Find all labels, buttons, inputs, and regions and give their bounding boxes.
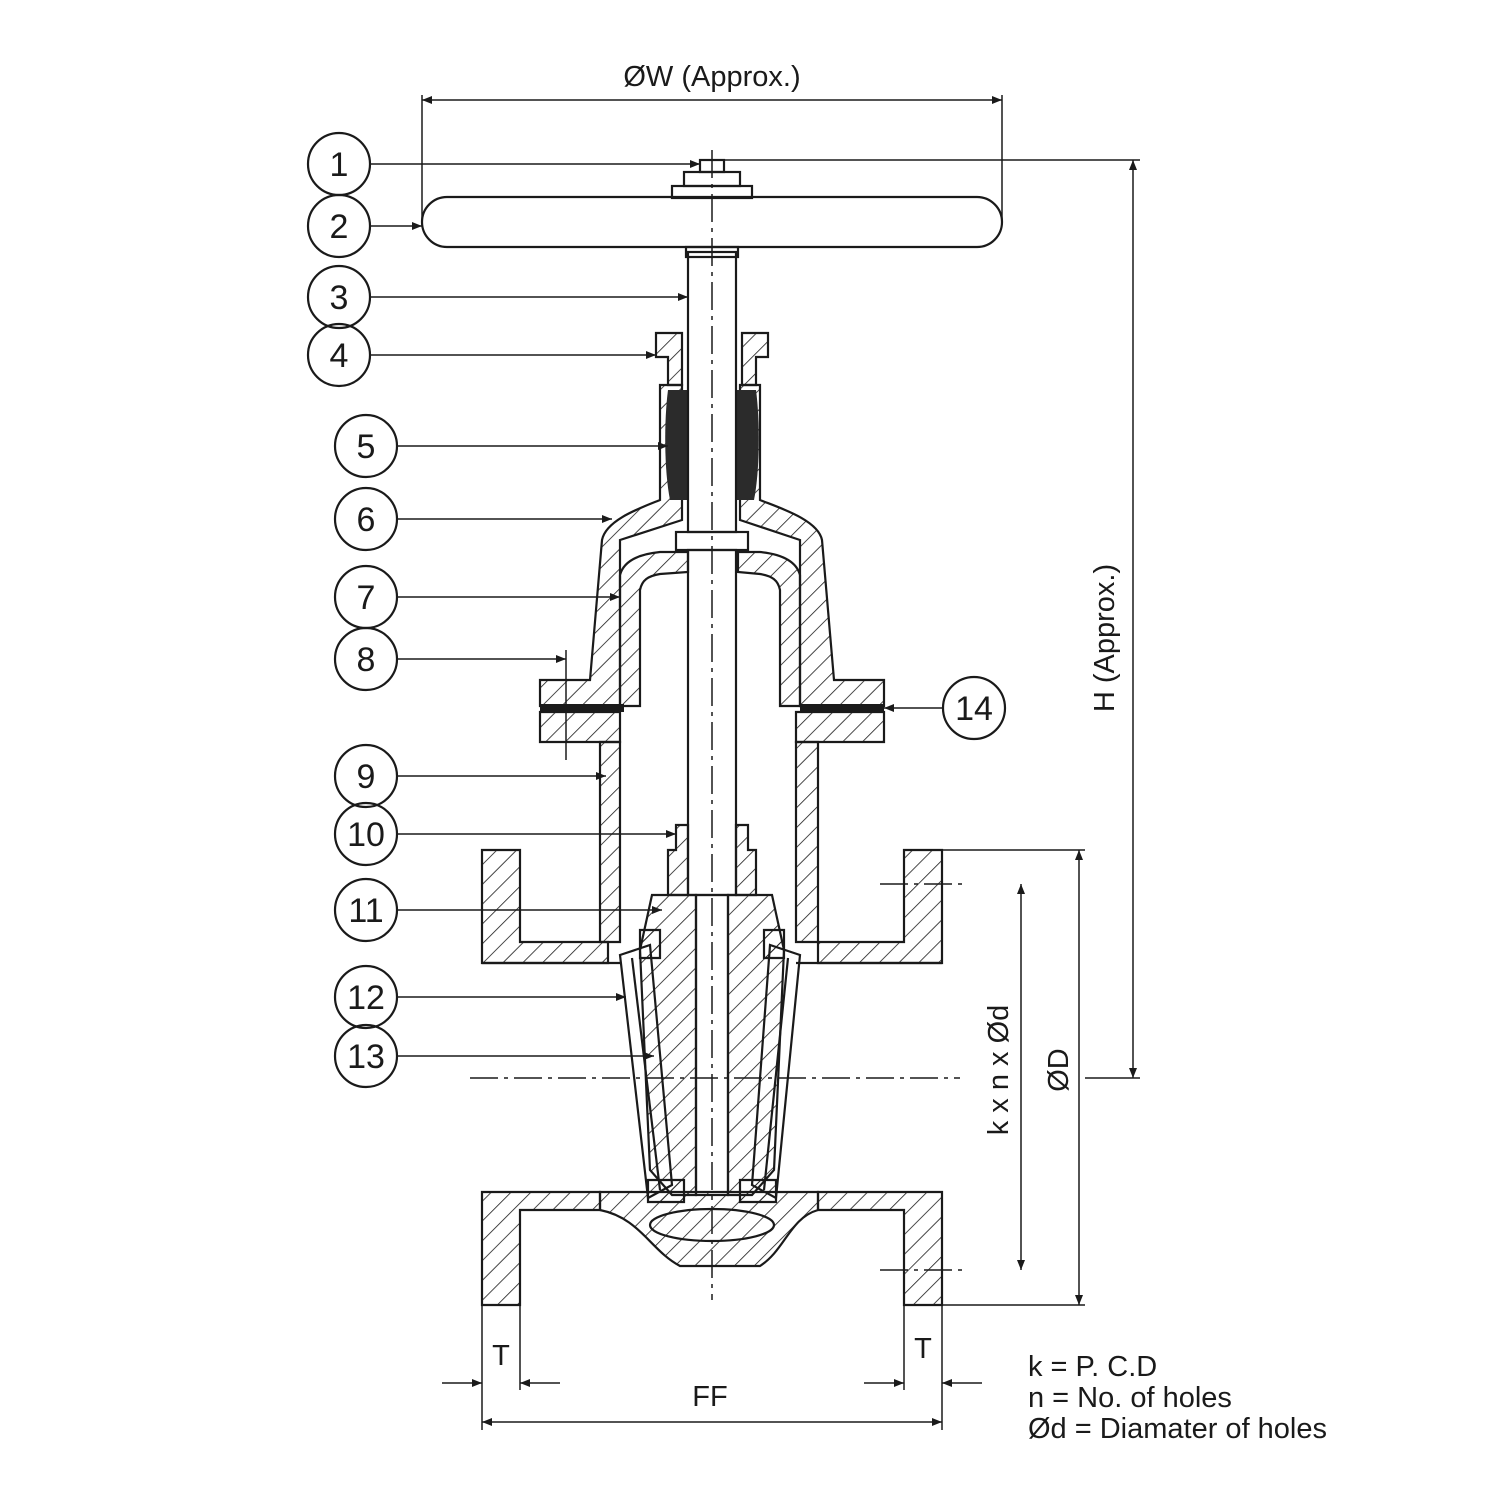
callout-12-label: 12: [347, 979, 385, 1017]
bonnet-liner: [618, 550, 802, 708]
dimension-lines: [421, 95, 1140, 1430]
callout-10-label: 10: [347, 816, 385, 854]
center-lines: [470, 150, 962, 1300]
dim-t-left-label: T: [492, 1340, 510, 1372]
callout-14: 14: [941, 675, 1007, 741]
dim-height-label: H (Approx.): [1089, 564, 1121, 712]
callout-5-label: 5: [357, 428, 376, 466]
legend: k = P. C.D n = No. of holes Ød = Diamate…: [1028, 1352, 1327, 1445]
bonnet: [538, 383, 886, 712]
callout-leaders: [370, 160, 943, 1060]
callout-8-label: 8: [357, 641, 376, 679]
dim-flange-dia-label: ØD: [1043, 1048, 1075, 1092]
callout-14-label: 14: [955, 690, 993, 728]
callout-8: 8: [333, 626, 399, 692]
callout-2: 2: [306, 193, 372, 259]
dim-handwheel-label: ØW (Approx.): [623, 61, 800, 93]
dim-bolt-pattern-label: k x n x Ød: [983, 1005, 1015, 1136]
valve-body: [480, 710, 944, 1307]
wedge: [618, 893, 802, 1243]
callout-9-label: 9: [357, 758, 376, 796]
callout-10: 10: [333, 801, 399, 867]
callout-9: 9: [333, 743, 399, 809]
callout-13-label: 13: [347, 1038, 385, 1076]
gland-packing: [665, 390, 759, 500]
callout-2-label: 2: [330, 208, 349, 246]
dim-t-right-label: T: [914, 1333, 932, 1365]
callout-6-label: 6: [357, 501, 376, 539]
gland: [654, 331, 770, 387]
legend-pcd: k = P. C.D: [1028, 1351, 1158, 1383]
legend-hole-diameter: Ød = Diamater of holes: [1028, 1413, 1328, 1445]
callout-3-label: 3: [330, 279, 349, 317]
callout-1-label: 1: [330, 146, 349, 184]
callout-12: 12: [333, 964, 399, 1030]
legend-holes: n = No. of holes: [1028, 1382, 1232, 1414]
dim-ff-label: FF: [692, 1381, 727, 1413]
callout-3: 3: [306, 264, 372, 330]
callout-11: 11: [333, 877, 399, 943]
callout-5: 5: [333, 413, 399, 479]
callout-11-label: 11: [348, 892, 383, 930]
callout-7: 7: [333, 564, 399, 630]
callout-13: 13: [333, 1023, 399, 1089]
callout-1: 1: [306, 131, 372, 197]
callout-7-label: 7: [357, 579, 376, 617]
callout-4: 4: [306, 322, 372, 388]
callout-6: 6: [333, 486, 399, 552]
callout-4-label: 4: [330, 337, 349, 375]
